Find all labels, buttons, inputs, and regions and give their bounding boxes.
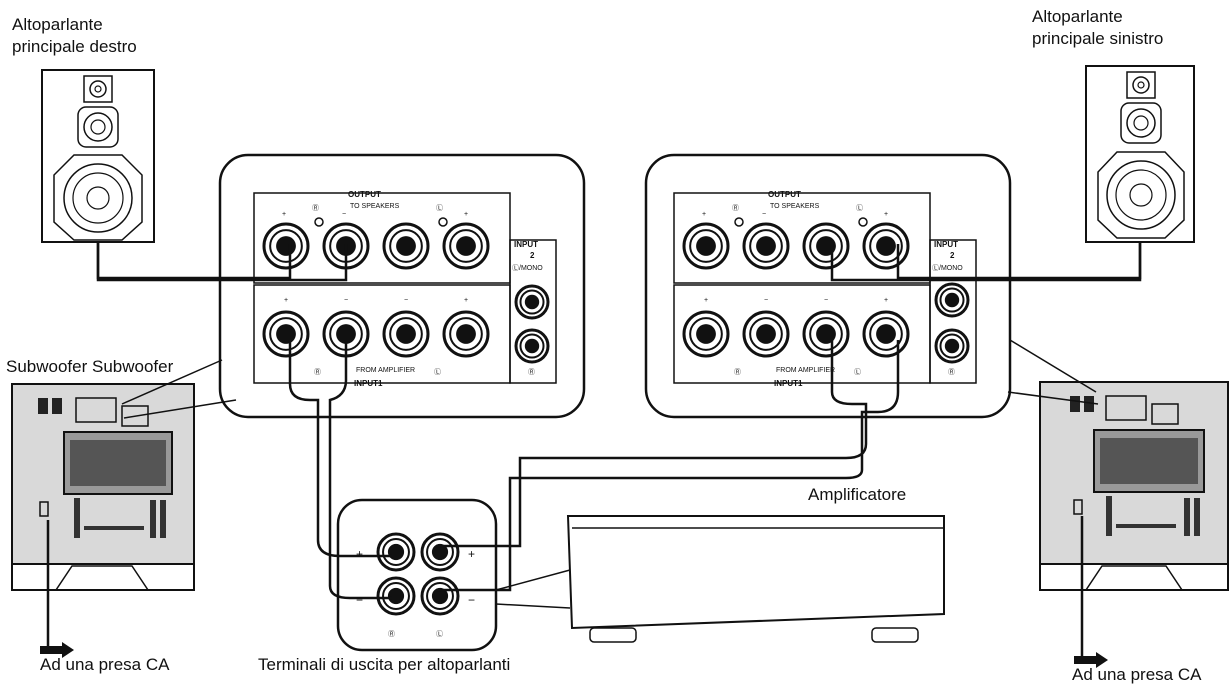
right-input2-post-l <box>934 282 970 318</box>
right-in-r-mark: Ⓡ <box>734 368 741 376</box>
amp-terminal-plus-right: + <box>468 547 475 561</box>
right-input1-post-3 <box>802 310 850 358</box>
left-output-post-4 <box>442 222 490 270</box>
left-input1-post-2 <box>322 310 370 358</box>
right-from-amplifier-label: FROM AMPLIFIER <box>776 367 835 374</box>
left-connection-panel: OUTPUT TO SPEAKERS INPUT 2 Ⓛ/MONO FROM A… <box>218 153 586 419</box>
right-connection-panel: OUTPUT TO SPEAKERS INPUT 2 Ⓛ/MONO FROM A… <box>644 153 1012 419</box>
indicator-led-1 <box>314 217 324 227</box>
left-main-speaker <box>1085 65 1195 243</box>
right-in-plus-1: + <box>704 297 708 304</box>
right-input2-title: INPUT <box>934 240 958 249</box>
indicator-led-4 <box>858 217 868 227</box>
left-in-r-mark: Ⓡ <box>314 368 321 376</box>
amp-terminal-plus-left: + <box>356 547 363 561</box>
left-in-minus-1: − <box>344 297 348 304</box>
right-output-title: OUTPUT <box>768 190 801 199</box>
right-in-l-mark: Ⓛ <box>854 368 861 376</box>
left-in-plus-2: + <box>464 297 468 304</box>
right-output-post-4 <box>862 222 910 270</box>
left-input2-r-mark: Ⓡ <box>528 368 535 376</box>
right-input2-r-mark: Ⓡ <box>948 368 955 376</box>
right-input1-title: INPUT1 <box>774 379 803 388</box>
left-out-l-mark: Ⓛ <box>436 204 443 212</box>
left-input2-title: INPUT <box>514 240 538 249</box>
subwoofer-label: Subwoofer Subwoofer <box>6 357 174 376</box>
left-output-post-1 <box>262 222 310 270</box>
ac-outlet-label-left: Ad una presa CA <box>40 655 170 674</box>
left-output-post-3 <box>382 222 430 270</box>
left-out-plus-2: + <box>464 211 468 218</box>
left-mono-label: Ⓛ/MONO <box>512 264 543 272</box>
left-input1-post-3 <box>382 310 430 358</box>
amp-terminal-r-mark: Ⓡ <box>388 630 395 638</box>
left-to-speakers-label: TO SPEAKERS <box>350 203 400 210</box>
subwoofer-left <box>11 383 195 591</box>
right-out-plus-2: + <box>884 211 888 218</box>
left-in-l-mark: Ⓛ <box>434 368 441 376</box>
binding-posts <box>262 217 970 616</box>
amp-terminal-minus-right: − <box>468 593 475 607</box>
amp-terminal-minus-left: − <box>356 593 363 607</box>
left-input1-title: INPUT1 <box>354 379 383 388</box>
amp-terminal-l-mark: Ⓛ <box>436 630 443 638</box>
zoom-lines <box>121 339 1099 419</box>
right-in-minus-2: − <box>824 297 828 304</box>
left-input1-post-4 <box>442 310 490 358</box>
amplifier <box>566 515 945 643</box>
left-input2-post-l <box>514 284 550 320</box>
right-main-speaker <box>41 69 155 243</box>
power-plugs <box>40 642 1108 668</box>
right-in-plus-2: + <box>884 297 888 304</box>
speaker-terminals-label: Terminali di uscita per altoparlanti <box>258 655 510 674</box>
left-input1-post-1 <box>262 310 310 358</box>
right-output-post-1 <box>682 222 730 270</box>
subwoofer-right <box>1039 381 1229 591</box>
left-in-minus-2: − <box>404 297 408 304</box>
right-speaker-label-line1: Altoparlante <box>12 15 103 34</box>
cables <box>46 242 1142 656</box>
right-input2-number: 2 <box>950 251 955 260</box>
right-output-post-2 <box>742 222 790 270</box>
right-mono-label: Ⓛ/MONO <box>932 264 963 272</box>
left-out-plus-1: + <box>282 211 286 218</box>
plug-arrow-right <box>1074 652 1108 668</box>
left-input2-post-r <box>514 328 550 364</box>
left-input2-number: 2 <box>530 251 535 260</box>
left-speaker-label-line2: principale sinistro <box>1032 29 1163 48</box>
left-from-amplifier-label: FROM AMPLIFIER <box>356 367 415 374</box>
left-out-minus-1: − <box>342 211 346 218</box>
plug-arrow-left <box>40 642 74 658</box>
left-out-r-mark: Ⓡ <box>312 204 319 212</box>
amp-terminal-l-minus <box>420 576 460 616</box>
amp-terminal-r-minus <box>376 576 416 616</box>
right-output-post-3 <box>802 222 850 270</box>
left-output-title: OUTPUT <box>348 190 381 199</box>
right-input2-post-r <box>934 328 970 364</box>
right-out-plus-1: + <box>702 211 706 218</box>
right-out-minus-1: − <box>762 211 766 218</box>
amp-terminal-l-plus <box>420 532 460 572</box>
right-out-l-mark: Ⓛ <box>856 204 863 212</box>
right-in-minus-1: − <box>764 297 768 304</box>
right-to-speakers-label: TO SPEAKERS <box>770 203 820 210</box>
speaker-terminal-block: + + − − Ⓡ Ⓛ <box>336 498 571 652</box>
indicator-led-2 <box>438 217 448 227</box>
right-input1-post-1 <box>682 310 730 358</box>
right-input1-post-2 <box>742 310 790 358</box>
amp-terminal-r-plus <box>376 532 416 572</box>
ac-outlet-label-right: Ad una presa CA <box>1072 665 1202 684</box>
amplifier-label: Amplificatore <box>808 485 906 504</box>
right-speaker-label-line2: principale destro <box>12 37 137 56</box>
indicator-led-3 <box>734 217 744 227</box>
right-out-r-mark: Ⓡ <box>732 204 739 212</box>
left-in-plus-1: + <box>284 297 288 304</box>
right-input1-post-4 <box>862 310 910 358</box>
left-speaker-label-line1: Altoparlante <box>1032 7 1123 26</box>
